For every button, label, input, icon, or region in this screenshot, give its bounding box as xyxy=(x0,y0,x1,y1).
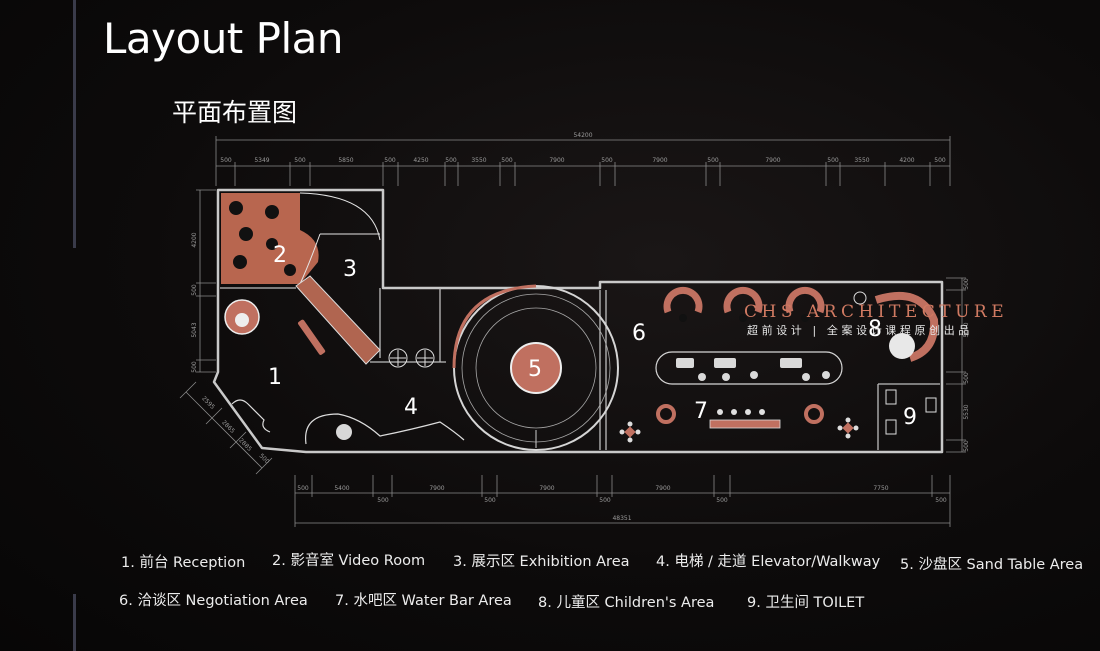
dim-top: 500 xyxy=(294,157,306,164)
dim-bottom: 500 xyxy=(599,497,611,504)
reception-chair xyxy=(235,313,249,327)
dim-bottom: 500 xyxy=(716,497,728,504)
dim-right: 500 xyxy=(963,372,970,384)
dim-bottom: 500 xyxy=(935,497,947,504)
room-numbers: 2 3 1 4 5 6 7 8 9 xyxy=(268,243,917,430)
elevators xyxy=(388,348,435,368)
dim-bottom: 7900 xyxy=(655,485,670,492)
room2-lines xyxy=(299,192,381,285)
room-number-8: 8 xyxy=(868,317,882,342)
room-number-7: 7 xyxy=(694,399,708,424)
exterior-walls xyxy=(212,188,944,454)
dim-top: 500 xyxy=(707,157,719,164)
left-accent-line-bottom xyxy=(73,594,76,651)
dim-bottom: 7900 xyxy=(539,485,554,492)
legend-item-sand-table: 5. 沙盘区 Sand Table Area xyxy=(900,557,1084,573)
room-number-4: 4 xyxy=(404,395,418,420)
page-subtitle: 平面布置图 xyxy=(172,98,298,127)
page-title: Layout Plan xyxy=(103,14,343,63)
childrens-area xyxy=(853,291,939,362)
walkway-seat xyxy=(336,424,352,440)
dim-bottom: 500 xyxy=(297,485,309,492)
room-number-3: 3 xyxy=(343,257,357,282)
bottom-dimension-labels: 500 5400 500 7900 500 7900 500 7900 500 … xyxy=(297,485,947,522)
left-dimension-labels: 4200 500 5043 500 xyxy=(191,232,198,373)
top-dimension-lines xyxy=(215,136,951,186)
sand-table xyxy=(452,284,619,451)
walkway-curve xyxy=(305,413,465,445)
negotiation-furniture xyxy=(676,358,830,381)
dim-right: 5000 xyxy=(963,322,970,337)
room-number-9: 9 xyxy=(903,405,917,430)
right-dimension-labels: 500 5000 500 5530 500 xyxy=(963,278,970,452)
dim-top: 5349 xyxy=(254,157,269,164)
dim-top: 4200 xyxy=(899,157,914,164)
legend-item-water-bar: 7. 水吧区 Water Bar Area xyxy=(335,593,512,609)
dim-right: 500 xyxy=(963,278,970,290)
room-number-2: 2 xyxy=(273,243,287,268)
dim-top: 3550 xyxy=(471,157,486,164)
dim-top: 500 xyxy=(501,157,513,164)
dim-total-top: 54200 xyxy=(573,132,592,139)
dim-top: 500 xyxy=(601,157,613,164)
dim-top: 7900 xyxy=(652,157,667,164)
dim-right: 5530 xyxy=(963,404,970,419)
entrance-door xyxy=(231,399,271,433)
walkway-band xyxy=(295,275,381,365)
legend-item-video-room: 2. 影音室 Video Room xyxy=(272,553,426,569)
bottom-dimension-lines xyxy=(294,475,951,527)
dim-bottom: 7750 xyxy=(873,485,888,492)
water-bar xyxy=(656,404,824,429)
reception-counter xyxy=(298,319,326,355)
brand-tagline: 超前设计 | 全案设计课程原创出品 xyxy=(747,324,973,337)
dim-left: 4200 xyxy=(191,232,198,247)
dim-top: 5850 xyxy=(338,157,353,164)
dim-bottom: 5400 xyxy=(334,485,349,492)
dim-top: 3550 xyxy=(854,157,869,164)
room-number-1: 1 xyxy=(268,365,282,390)
dim-top: 500 xyxy=(934,157,946,164)
dim-diag: 2865 xyxy=(220,419,236,435)
dim-total-bottom: 48351 xyxy=(612,515,631,522)
legend-item-toilet: 9. 卫生间 TOILET xyxy=(747,595,865,611)
legend-item-childrens: 8. 儿童区 Children's Area xyxy=(538,595,715,611)
diagonal-dimension-labels: 2595 2865 2885 500 xyxy=(200,395,271,466)
dim-bottom: 500 xyxy=(377,497,389,504)
negotiation-sofa xyxy=(655,351,843,385)
left-accent-line-top xyxy=(73,0,76,248)
right-dimension-lines xyxy=(946,277,966,453)
dim-diag: 500 xyxy=(258,452,271,465)
legend-item-exhibition: 3. 展示区 Exhibition Area xyxy=(453,554,630,570)
dim-left: 500 xyxy=(191,284,198,296)
dim-right: 500 xyxy=(963,440,970,452)
top-dimension-labels: 54200 500 5349 500 5850 500 4250 500 355… xyxy=(220,132,946,164)
toilet-fixtures xyxy=(885,389,937,435)
legend-item-elevator: 4. 电梯 / 走道 Elevator/Walkway xyxy=(656,554,881,570)
dim-top: 7900 xyxy=(765,157,780,164)
legend-item-reception: 1. 前台 Reception xyxy=(121,555,246,571)
dim-bottom: 7900 xyxy=(429,485,444,492)
dim-top: 500 xyxy=(220,157,232,164)
dim-top: 4250 xyxy=(413,157,428,164)
dim-left: 500 xyxy=(191,361,198,373)
negotiation-booths xyxy=(663,287,825,322)
dim-left: 5043 xyxy=(191,322,198,337)
legend-item-negotiation: 6. 洽谈区 Negotiation Area xyxy=(119,593,308,609)
dim-top: 500 xyxy=(445,157,457,164)
brand-watermark: CHS ARCHITECTURE xyxy=(744,302,1009,322)
dim-top: 7900 xyxy=(549,157,564,164)
room-number-6: 6 xyxy=(632,321,646,346)
room-number-5: 5 xyxy=(528,357,542,382)
dim-bottom: 500 xyxy=(484,497,496,504)
dim-top: 500 xyxy=(384,157,396,164)
room2-seats xyxy=(229,201,296,276)
dim-top: 500 xyxy=(827,157,839,164)
diagonal-dimension-lines xyxy=(179,381,273,475)
left-dimension-lines xyxy=(196,189,216,373)
